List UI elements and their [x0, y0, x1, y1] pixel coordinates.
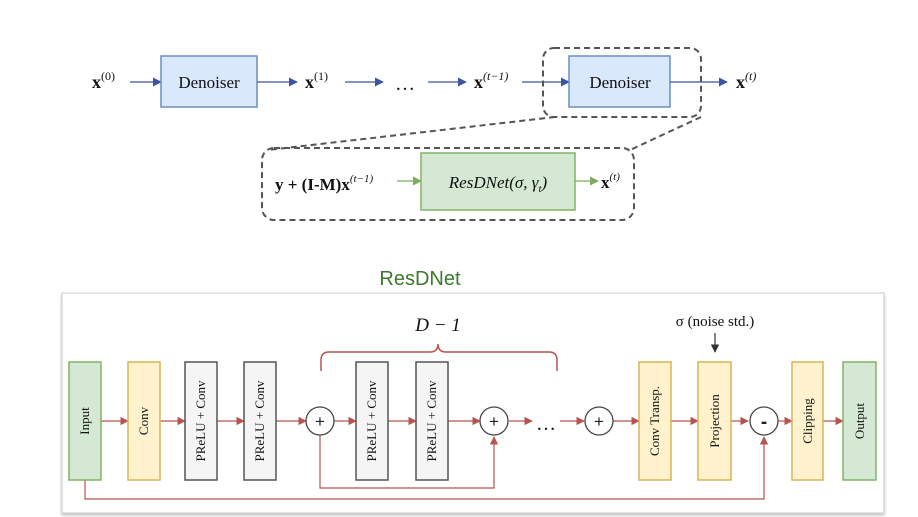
sum-node-2 — [479, 406, 509, 436]
conv-transp-block-label: Conv Transp. — [647, 386, 662, 456]
skip-connection-global — [84, 436, 769, 500]
sum-node-3-symbol: + — [594, 412, 604, 431]
skip-connection-residual — [319, 435, 499, 489]
denoiser-label-2: Denoiser — [589, 73, 651, 92]
label-x0: x(0) — [92, 69, 115, 92]
projection-block-label: Projection — [707, 394, 722, 448]
prelu-conv-block-1-label: PReLU + Conv — [193, 380, 208, 462]
denoiser-detail: y + (I-M)x(t−1) ResDNet(σ, γt) x(t) — [261, 147, 635, 221]
difference-node-symbol: - — [761, 412, 767, 433]
difference-node — [749, 406, 779, 436]
repeat-count-label: D − 1 — [414, 315, 461, 336]
denoiser-label-1: Denoiser — [178, 73, 240, 92]
ellipsis-top: … — [395, 73, 415, 95]
repeat-brace — [320, 343, 558, 371]
prelu-conv-block-2-label: PReLU + Conv — [252, 380, 267, 462]
input-block-label: Input — [77, 407, 92, 435]
label-xt: x(t) — [736, 69, 756, 92]
label-xtm1: x(t−1) — [474, 69, 508, 92]
zoom-connector-right — [629, 116, 702, 151]
sum-node-1-symbol: + — [315, 412, 325, 431]
conv-block-label: Conv — [136, 406, 151, 435]
resdnet-call-label: ResDNet(σ, γt) — [448, 173, 548, 195]
prelu-conv-block-3 — [355, 361, 389, 481]
detail-dashed-box — [261, 147, 635, 221]
conv-transp-block — [638, 361, 672, 481]
detail-input-expression: y + (I-M)x(t−1) — [275, 173, 373, 194]
resdnet-call-box — [420, 152, 576, 211]
resdnet-panel: D − 1 σ (noise std.) In — [61, 292, 885, 514]
detail-output-xt: x(t) — [601, 171, 620, 192]
sum-node-1 — [305, 406, 335, 436]
ellipsis-resdnet: … — [536, 413, 556, 435]
prelu-conv-block-2 — [243, 361, 277, 481]
projection-block — [697, 361, 732, 481]
resdnet-title: ResDNet — [379, 268, 461, 290]
clipping-block-label: Clipping — [800, 398, 815, 444]
prelu-conv-block-3-label: PReLU + Conv — [364, 380, 379, 462]
zoom-connector-left — [267, 116, 556, 151]
prelu-conv-block-4-label: PReLU + Conv — [424, 380, 439, 462]
prelu-conv-block-1 — [184, 361, 218, 481]
sigma-label: σ (noise std.) — [676, 314, 755, 330]
conv-block — [127, 361, 161, 481]
input-block — [68, 361, 102, 481]
clipping-block — [791, 361, 824, 481]
output-block-label: Output — [852, 403, 867, 440]
output-block — [842, 361, 877, 481]
prelu-conv-block-4 — [415, 361, 449, 481]
label-x1: x(1) — [305, 69, 328, 92]
highlight-dashed-box — [542, 47, 702, 118]
top-chain: x(0) Denoiser x(1) … x(t−1) Denoiser x(t… — [92, 47, 756, 118]
sum-node-2-symbol: + — [489, 412, 499, 431]
sum-node-3 — [584, 406, 614, 436]
